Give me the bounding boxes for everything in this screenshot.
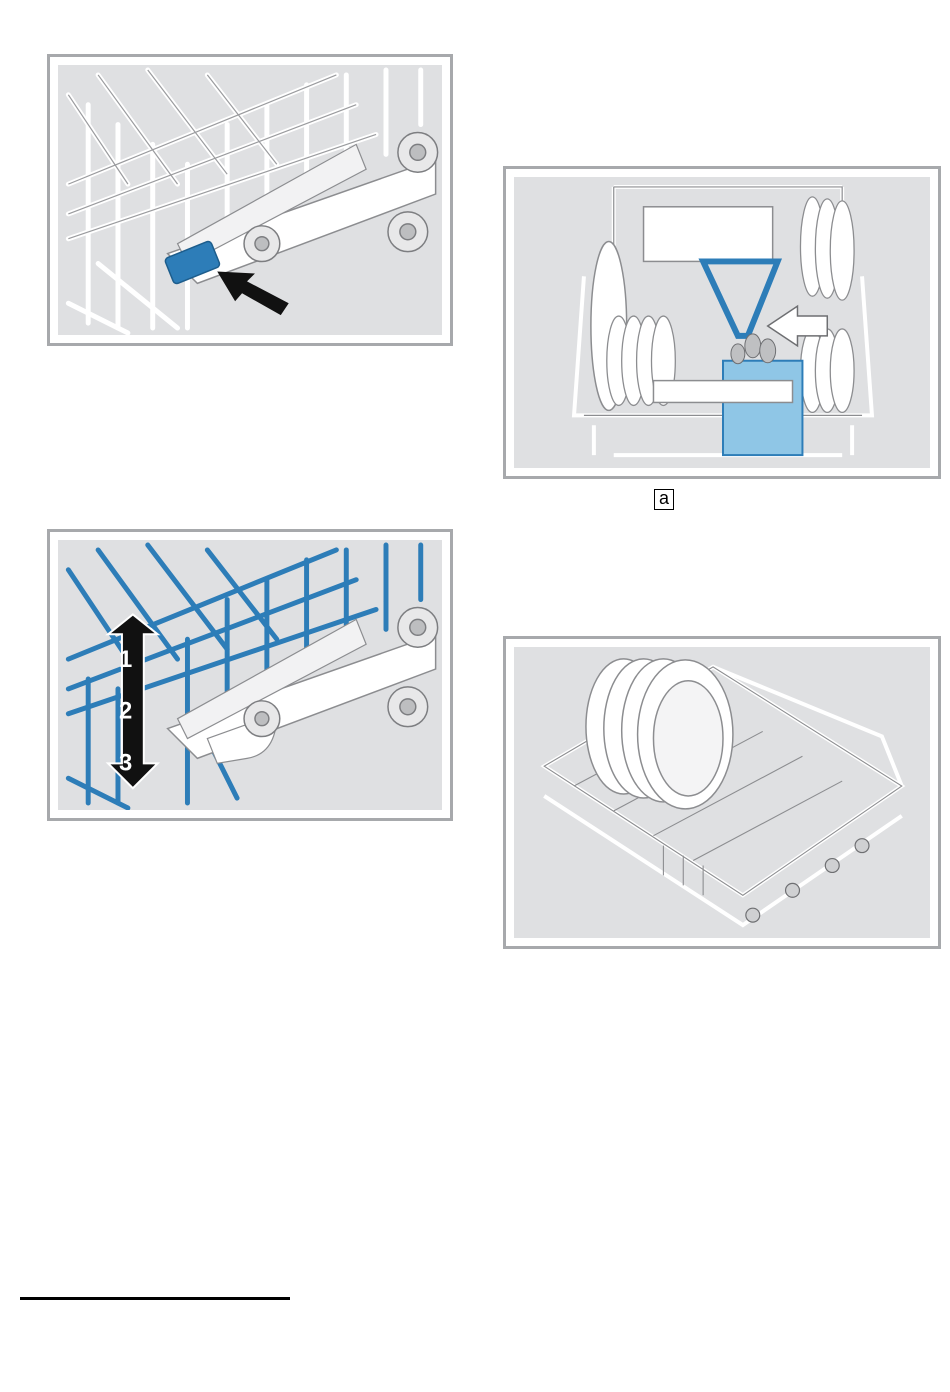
upper-basket-illustration (514, 177, 930, 468)
callout-a: a (654, 489, 674, 510)
lower-basket-illustration (514, 647, 930, 938)
level-3-label: 3 (119, 749, 132, 776)
figure-lower-basket (503, 636, 941, 949)
rack-height-illustration: 1 2 3 (58, 540, 442, 810)
figure-rack-lever-press (47, 54, 453, 346)
figure-rack-height-levels: 1 2 3 (47, 529, 453, 821)
footer-rule (20, 1297, 290, 1300)
rack-lever-press-illustration (58, 65, 442, 335)
level-1-label: 1 (119, 646, 132, 673)
figure-upper-basket-loaded (503, 166, 941, 479)
level-2-label: 2 (119, 698, 132, 725)
